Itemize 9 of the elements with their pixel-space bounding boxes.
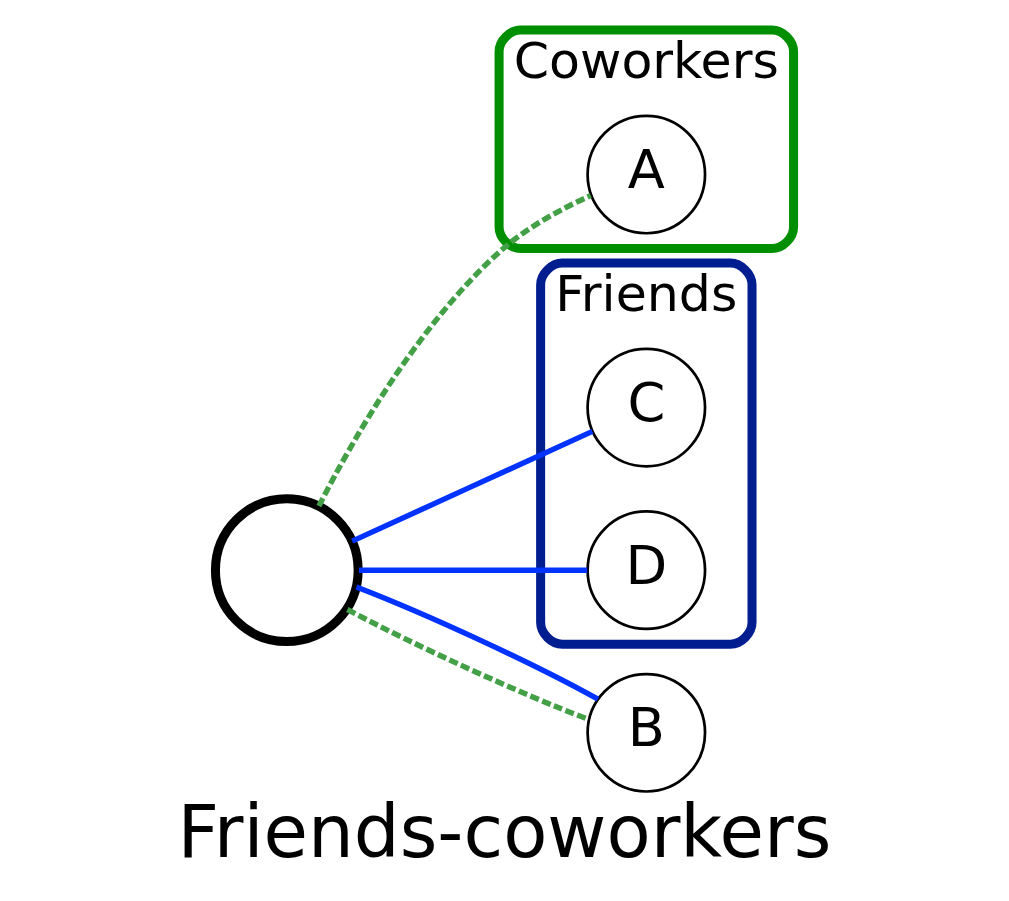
node-circle: A — [586, 114, 707, 235]
connector — [316, 193, 592, 508]
connector — [358, 567, 588, 573]
connector — [355, 584, 600, 702]
node-circle — [210, 494, 363, 647]
node-circle: D — [586, 510, 707, 631]
node-circle: B — [586, 672, 707, 793]
connector — [351, 428, 594, 544]
node-circle: C — [586, 347, 707, 468]
